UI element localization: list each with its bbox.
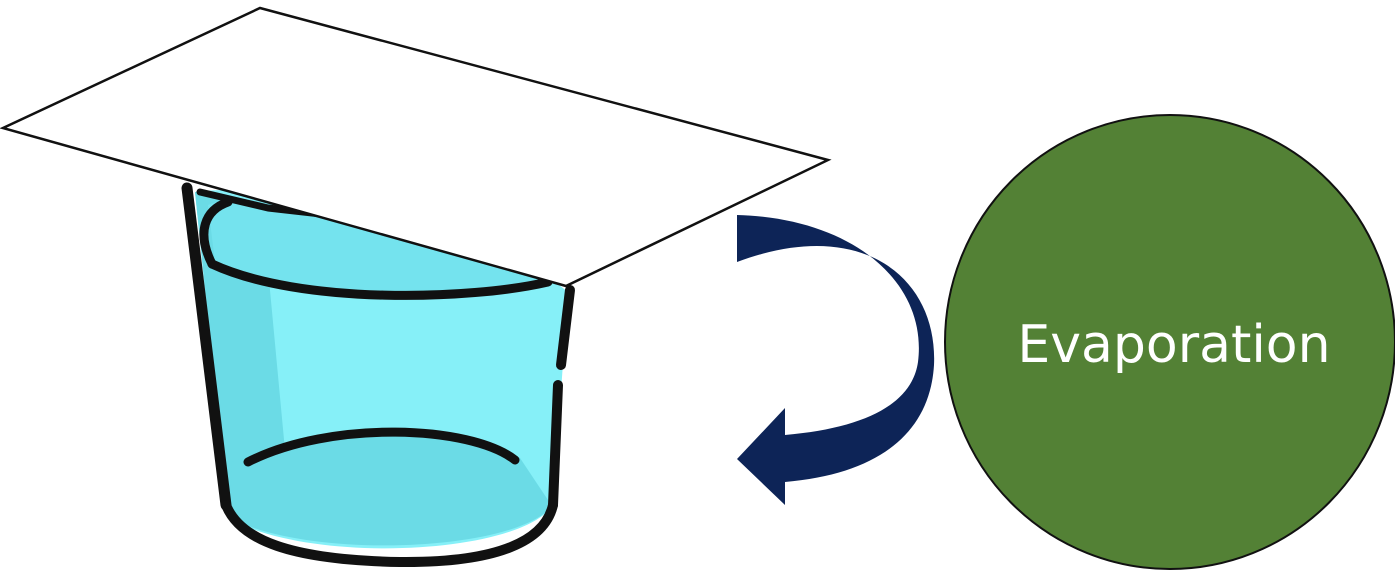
evaporation-label: Evaporation: [1017, 315, 1330, 375]
curved-arrow-icon: [737, 215, 935, 505]
cup-right-wall-lower: [548, 380, 563, 510]
paper-cover: [0, 6, 832, 288]
cup-right-wall-upper: [556, 285, 575, 370]
cup-left-wall: [181, 182, 232, 511]
water-top-left-arc: [199, 197, 233, 269]
water-surface: [208, 199, 548, 293]
water-line-arc: [207, 259, 553, 300]
water-bottom: [230, 434, 552, 546]
cup-base-arc: [243, 427, 520, 467]
evaporation-node: Evaporation: [944, 114, 1395, 570]
evaporation-circle: [944, 114, 1395, 570]
cup-bottom-edge: [221, 500, 558, 568]
water-cup-icon: [181, 182, 575, 568]
